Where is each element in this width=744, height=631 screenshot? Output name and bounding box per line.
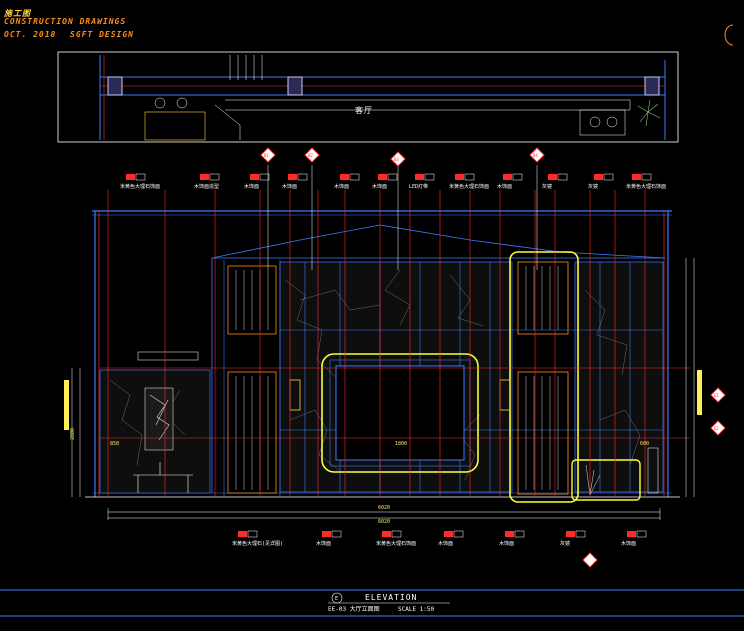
- dim-side: 600: [640, 441, 649, 447]
- title-elevation: ELEVATION: [365, 593, 417, 602]
- bot-tags-item: 米黄色大理石饰面: [376, 530, 416, 547]
- svg-text:B2: B2: [308, 153, 313, 158]
- svg-text:B4: B4: [533, 153, 538, 158]
- svg-text:E1: E1: [714, 393, 719, 398]
- svg-text:B1: B1: [264, 153, 269, 158]
- top-tags-item: 米黄色大理石饰面: [120, 173, 160, 190]
- bot-tags-label: 木饰面: [621, 540, 636, 547]
- top-tags-item: 木饰面: [244, 173, 270, 190]
- title-subtitle: EE-03 大厅立面图: [328, 605, 380, 613]
- header-title: CONSTRUCTION DRAWINGS: [4, 17, 127, 26]
- top-tags-label: 木饰面: [282, 183, 297, 190]
- bot-tags-label: 木饰面: [438, 540, 453, 547]
- bot-tags-item: 米黄色大理石(见详图): [232, 530, 283, 547]
- top-tags-item: 米黄色大理石饰面: [449, 173, 489, 190]
- top-tags-item: 木饰面: [334, 173, 360, 190]
- callout-b4[interactable]: B4: [529, 147, 545, 163]
- bot-tags-label: 灰镜: [560, 540, 570, 547]
- top-tags-label: 米黄色大理石饰面: [120, 183, 160, 190]
- bot-tags-item: 木饰面: [438, 530, 464, 547]
- top-tags-label: 木饰面造型: [194, 183, 219, 190]
- top-tags-label: 木饰面: [334, 183, 349, 190]
- top-tags-item: 米黄色大理石饰面: [626, 173, 666, 190]
- bot-tags-label: 木饰面: [499, 540, 514, 547]
- top-tags-item: 灰镜: [542, 173, 568, 190]
- dim-left: 850: [110, 441, 119, 447]
- top-annotations: 米黄色大理石饰面 木饰面造型 木饰面 木饰面 木饰面 木饰面 LED灯带 米黄色大理石饰面 木饰…: [120, 173, 666, 190]
- top-tags-item: 木饰面: [372, 173, 398, 190]
- top-tags-label: 木饰面: [244, 183, 259, 190]
- header-title-cn: 施工图: [4, 9, 31, 18]
- top-tags-label: 灰镜: [588, 183, 598, 190]
- header-studio: SGFT DESIGN: [70, 30, 134, 39]
- top-tags-item: LED灯带: [409, 173, 435, 190]
- dim-tv: 1800: [395, 441, 407, 447]
- top-tags-item: 木饰面造型: [194, 173, 220, 190]
- bot-tags-label: 米黄色大理石(见详图): [232, 540, 283, 547]
- callout-e1[interactable]: E1: [710, 387, 726, 403]
- callout-bottom[interactable]: [582, 552, 598, 568]
- dim-overall-lower: 6020: [378, 519, 390, 525]
- plan-view: 客厅: [57, 51, 679, 143]
- bottom-annotations: 米黄色大理石(见详图) 木饰面 米黄色大理石饰面 木饰面 木饰面 灰镜 木饰面: [232, 530, 647, 547]
- top-tags-label: 灰镜: [542, 183, 552, 190]
- top-tags-item: 灰镜: [588, 173, 614, 190]
- svg-text:B3: B3: [394, 157, 399, 162]
- bot-tags-item: 木饰面: [316, 530, 342, 547]
- top-tags-label: LED灯带: [409, 183, 428, 190]
- svg-text:E2: E2: [714, 426, 719, 431]
- top-tags-label: 木饰面: [497, 183, 512, 190]
- callout-b2[interactable]: B2: [304, 147, 320, 163]
- header-date: OCT. 2018: [4, 30, 57, 39]
- top-tags-label: 木饰面: [372, 183, 387, 190]
- bot-tags-label: 米黄色大理石饰面: [376, 540, 416, 547]
- elevation-view: 6020 6020 1800 850 600 2800: [64, 165, 702, 525]
- bot-tags-item: 灰镜: [560, 530, 586, 547]
- bot-tags-item: 木饰面: [499, 530, 525, 547]
- top-tags-item: 木饰面: [497, 173, 523, 190]
- title-block: E ELEVATION EE-03 大厅立面图 SCALE 1:50: [0, 589, 744, 617]
- top-tags-label: 米黄色大理石饰面: [626, 183, 666, 190]
- plan-room-label: 客厅: [355, 105, 373, 115]
- dim-overall: 6020: [378, 505, 390, 511]
- callout-b1[interactable]: B1: [260, 147, 276, 163]
- top-tags-item: 木饰面: [282, 173, 308, 190]
- callout-e2[interactable]: E2: [710, 420, 726, 436]
- top-tags-label: 米黄色大理石饰面: [449, 183, 489, 190]
- bot-tags-item: 木饰面: [621, 530, 647, 547]
- title-scale: SCALE 1:50: [398, 606, 435, 613]
- corner-arc-icon: [724, 24, 734, 46]
- dim-height: 2800: [70, 428, 76, 440]
- tv-frame: [321, 353, 479, 473]
- bot-tags-label: 木饰面: [316, 540, 331, 547]
- callout-b3[interactable]: B3: [390, 151, 406, 167]
- title-number: E: [335, 596, 338, 602]
